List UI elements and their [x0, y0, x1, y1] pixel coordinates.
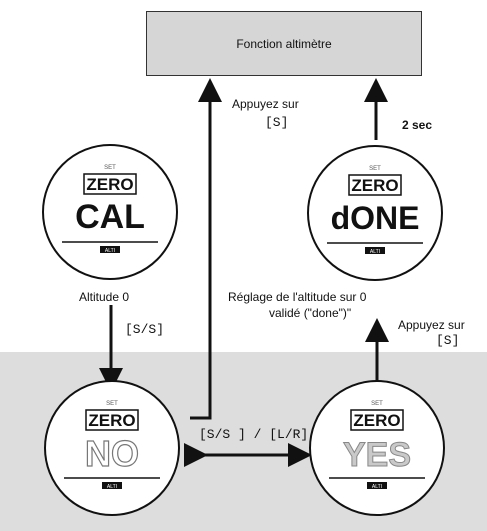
watch-yes-badge: ALTI: [372, 484, 382, 490]
watch-no-set: SET: [106, 401, 118, 407]
setting-done-label-2: validé ("done")": [269, 306, 352, 320]
watch-done: SET ZERO dONE ALTI: [307, 145, 443, 281]
press-s-label-1: Appuyez sur: [232, 97, 299, 111]
watch-cal-set: SET: [104, 165, 116, 171]
watch-done-badge: ALTI: [370, 249, 380, 255]
ss-lr-key-label: [S/S ] / [L/R]: [199, 427, 309, 442]
watch-no-badge: ALTI: [107, 484, 117, 490]
watch-yes-set: SET: [371, 401, 383, 407]
watch-yes: SET ZERO YES ALTI: [309, 380, 445, 516]
watch-cal: SET ZERO CAL ALTI: [42, 144, 178, 280]
press-s-label-2: Appuyez sur: [398, 318, 465, 332]
altitude-zero-label: Altitude 0: [79, 290, 130, 304]
ss-key-label: [S/S]: [125, 322, 165, 337]
watch-done-mode: ZERO: [351, 176, 398, 195]
watch-cal-main: CAL: [75, 198, 145, 236]
altimeter-function-box: Fonction altimètre: [146, 11, 422, 76]
watch-done-main: dONE: [331, 200, 420, 236]
watch-yes-main: YES: [343, 436, 411, 474]
two-sec-label: 2 sec: [402, 118, 433, 132]
watch-yes-mode: ZERO: [353, 411, 400, 430]
watch-cal-mode: ZERO: [86, 175, 133, 194]
watch-no: SET ZERO NO ALTI: [44, 380, 180, 516]
arrow-no-to-box: [190, 78, 222, 420]
press-s-key-2: [S]: [436, 333, 460, 348]
press-s-key-1: [S]: [265, 115, 289, 130]
setting-done-label: Réglage de l'altitude sur 0: [228, 290, 367, 304]
watch-no-main: NO: [85, 433, 139, 474]
watch-no-mode: ZERO: [88, 411, 135, 430]
watch-done-set: SET: [369, 166, 381, 172]
watch-cal-badge: ALTI: [105, 248, 115, 254]
altimeter-function-title: Fonction altimètre: [236, 36, 332, 51]
